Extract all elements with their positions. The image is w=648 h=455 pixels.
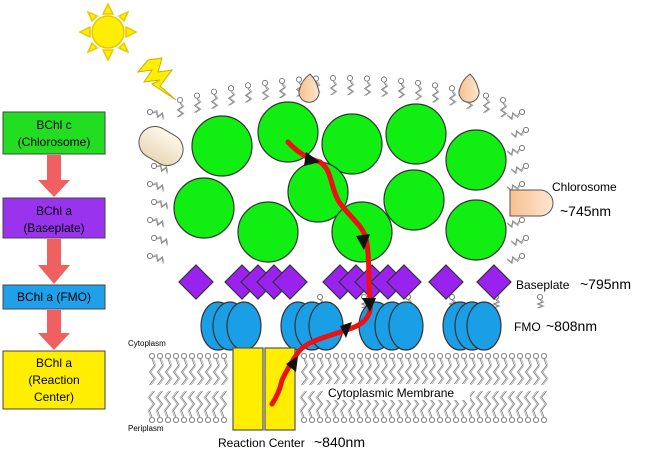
sun-icon — [78, 2, 138, 62]
flow-step-chlorosome: BChl c (Chlorosome) — [2, 111, 106, 155]
flow-step-fmo: BChl a (FMO) — [2, 284, 106, 310]
bchl-c-circle — [237, 201, 299, 263]
flow-step-label: (Reaction — [28, 373, 79, 387]
bchl-c-circle — [445, 199, 507, 261]
chlorosome-label: Chlorosome — [552, 180, 617, 194]
bchl-c-circle — [321, 113, 383, 175]
chlorosome-wavelength: ~745nm — [560, 203, 611, 219]
reaction-center-label: Reaction Center — [218, 436, 305, 450]
bchl-c-circle — [445, 129, 507, 191]
fmo-ellipse — [388, 301, 424, 351]
bchl-c-circle — [191, 115, 253, 177]
flow-arrows — [38, 155, 70, 350]
cytoplasmic-membrane — [147, 353, 549, 423]
baseplate-bchl-a — [178, 264, 512, 300]
fmo-ellipse — [466, 301, 502, 351]
fmo-ellipse — [226, 301, 262, 351]
cytoplasm-label: Cytoplasm — [128, 339, 166, 348]
flow-step-label: BChl a — [36, 204, 72, 218]
chlorosome-bchl-c — [173, 101, 507, 263]
bchl-c-circle — [257, 101, 319, 163]
flow-step-label: (Baseplate) — [23, 221, 84, 235]
baseplate-wavelength: ~795nm — [580, 276, 631, 292]
flow-step-label: BChl c — [36, 118, 71, 132]
bchl-a-diamond — [428, 264, 464, 300]
bchl-a-diamond — [476, 264, 512, 300]
flow-step-label: (Chlorosome) — [18, 135, 91, 149]
capsule-icon — [138, 126, 184, 166]
bchl-a-diamond — [178, 264, 214, 300]
bchl-c-circle — [385, 103, 447, 165]
teardrop-icon — [298, 73, 554, 217]
bchl-c-circle — [173, 177, 235, 239]
bchl-c-circle — [383, 169, 445, 231]
bchl-a-diamond — [386, 264, 422, 300]
flow-step-label: BChl a (FMO) — [17, 290, 91, 304]
periplasm-label: Periplasm — [128, 424, 164, 433]
fmo-label: FMO — [514, 320, 541, 334]
path-arrowheads — [286, 152, 376, 372]
bchl-a-diamond — [272, 264, 308, 300]
baseplate-label: Baseplate — [516, 278, 570, 292]
flow-step-label: BChl a — [36, 356, 72, 370]
fmo-wavelength: ~808nm — [546, 318, 597, 334]
membrane-label: Cytoplasmic Membrane — [328, 386, 454, 400]
flow-step-baseplate: BChl a (Baseplate) — [2, 197, 106, 239]
flow-step-reaction-center: BChl a (Reaction Center) — [2, 350, 106, 410]
flowchart: BChl c (Chlorosome) BChl a (Baseplate) B… — [2, 111, 106, 410]
reaction-center — [232, 347, 296, 431]
flow-step-label: Center) — [34, 390, 74, 404]
membrane-label-bg — [324, 384, 470, 400]
lightning-icon — [136, 57, 177, 101]
lipid-molecules — [147, 75, 545, 309]
reaction-center-wavelength: ~840nm — [314, 434, 365, 450]
